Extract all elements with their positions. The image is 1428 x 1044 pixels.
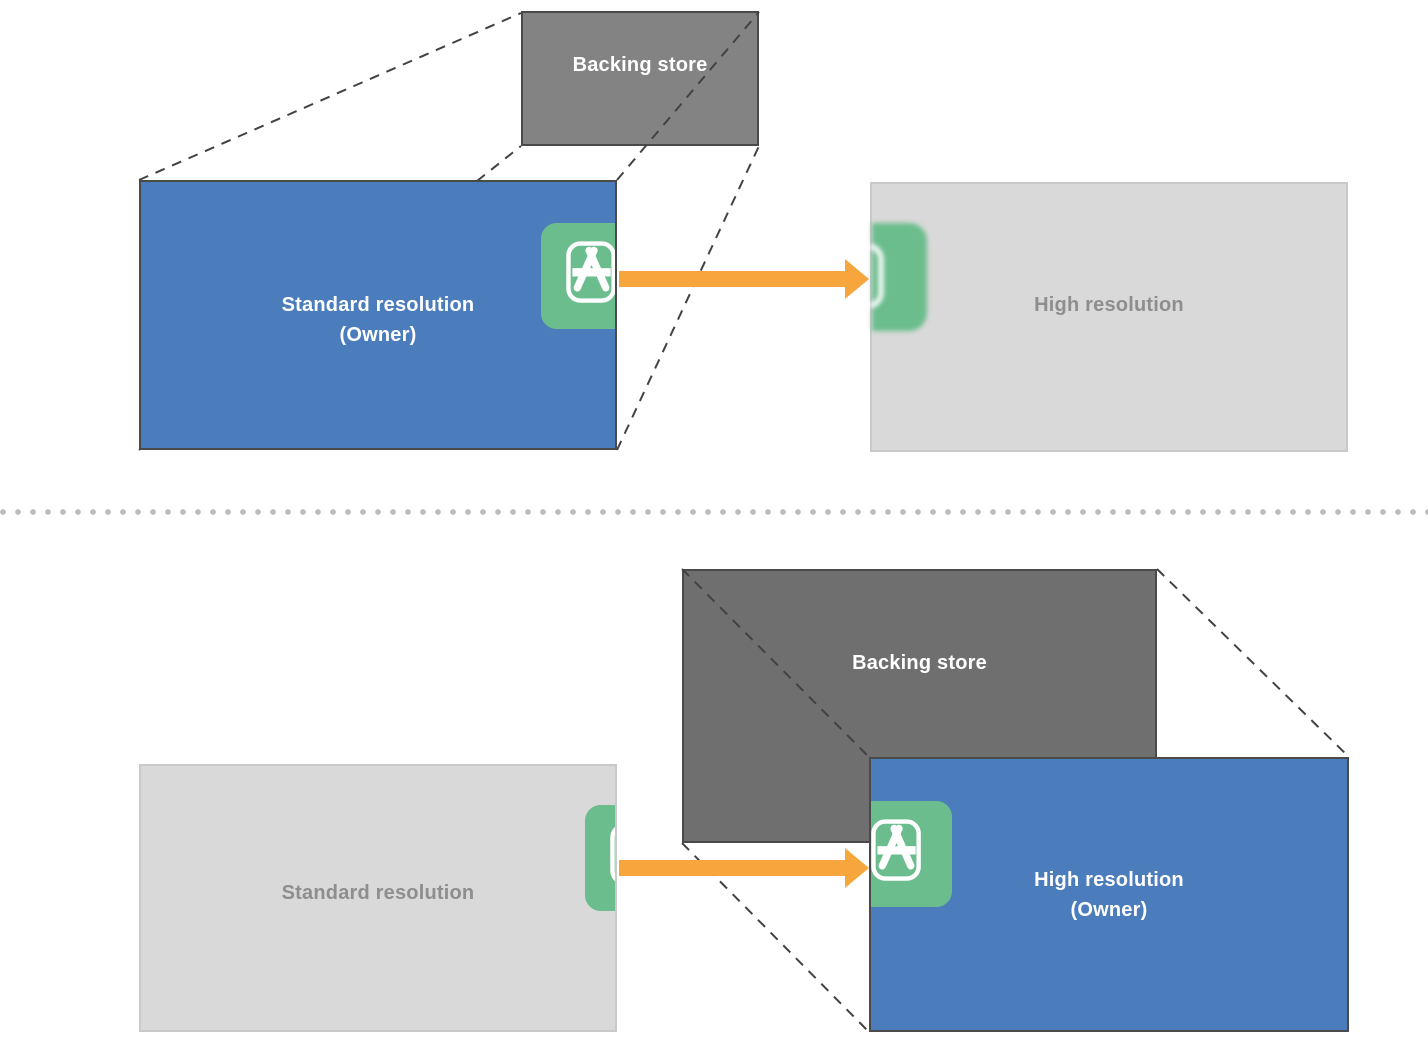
projection-line — [138, 12, 522, 181]
high-resolution-box: High resolution — [870, 182, 1348, 452]
standard-resolution-box: Standard resolution — [139, 764, 617, 1032]
backing-store-label: Backing store — [572, 54, 708, 76]
app-store-icon — [869, 800, 953, 908]
app-store-icon — [540, 222, 617, 330]
dotted-divider — [0, 509, 1428, 515]
owner-box-label: Standard resolution (Owner) — [282, 290, 475, 350]
standard-resolution-label: Standard resolution — [281, 882, 475, 904]
copy-arrow-icon — [619, 846, 871, 890]
standard-resolution-owner-box: Standard resolution (Owner) — [139, 180, 617, 450]
backing-store-label: Backing store — [852, 652, 987, 674]
high-resolution-owner-box: High resolution (Owner) — [869, 757, 1349, 1032]
app-store-icon — [584, 804, 615, 912]
high-resolution-label: High resolution — [1034, 294, 1184, 316]
owner-label-line2: (Owner) — [1070, 898, 1148, 921]
owner-box-label: High resolution (Owner) — [1034, 865, 1184, 925]
owner-label-line1: High resolution — [1034, 868, 1184, 891]
owner-label-line1: Standard resolution — [281, 294, 475, 316]
projection-line — [1156, 568, 1350, 758]
owner-label-line2: (Owner) — [339, 324, 417, 346]
app-store-icon-fragment — [584, 804, 615, 916]
blurred-app-store-icon-fragment — [871, 223, 927, 331]
copy-arrow-icon — [619, 257, 871, 301]
backing-store-box-top: Backing store — [521, 11, 759, 146]
